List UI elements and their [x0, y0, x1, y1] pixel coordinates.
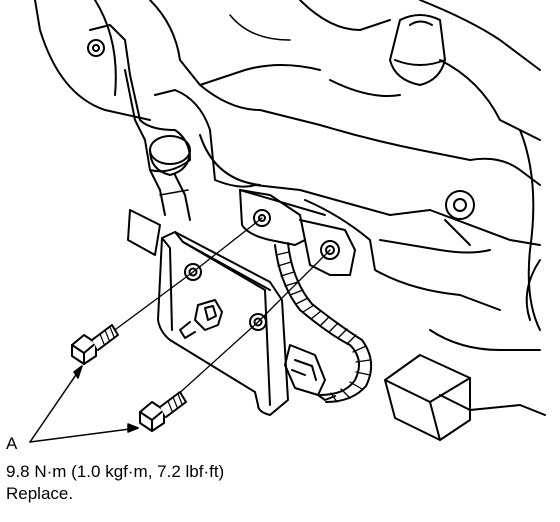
replace-note: Replace. — [6, 484, 74, 503]
bolt-upper — [71, 324, 119, 365]
lower-block — [384, 354, 471, 441]
bolt-lower — [139, 391, 187, 432]
vacuum-cap — [389, 14, 446, 86]
assembly-leader-lines — [107, 217, 331, 398]
sensor-body — [179, 299, 223, 339]
wiring-harness — [274, 242, 373, 403]
harness-connector — [284, 344, 336, 401]
boss-left — [149, 135, 191, 176]
callout-arrows — [29, 365, 139, 443]
mounting-bracket — [87, 24, 191, 221]
sensor-plate — [157, 231, 289, 416]
callout-label-a: A — [6, 434, 18, 453]
torque-spec: 9.8 N·m (1.0 kgf·m, 7.2 lbf·ft) — [6, 462, 225, 481]
boss-right — [444, 190, 475, 246]
sensor-bracket — [239, 189, 356, 276]
locator-tab — [127, 209, 161, 256]
